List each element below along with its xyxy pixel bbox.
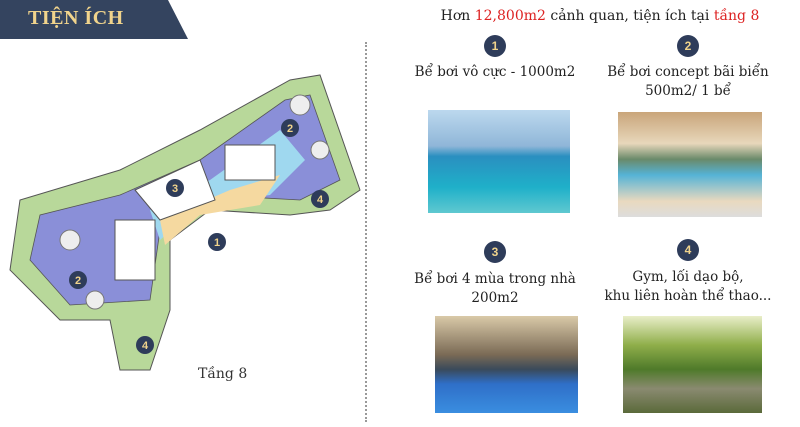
amenity-caption-3: Bể bơi 4 mùa trong nhà 200m2 bbox=[385, 270, 605, 308]
amenity-badge-2: 2 bbox=[677, 35, 699, 57]
caption-line: Gym, lối dạo bộ, bbox=[632, 269, 744, 285]
divider bbox=[365, 42, 367, 422]
plan-marker-label: 2 bbox=[287, 123, 293, 135]
amenity-caption-4: Gym, lối dạo bộ, khu liên hoàn thể thao..… bbox=[578, 268, 798, 306]
plan-marker-label: 4 bbox=[317, 194, 324, 206]
headline-middle: cảnh quan, tiện ích tại bbox=[545, 8, 714, 24]
plan-marker bbox=[69, 271, 87, 289]
plan-marker-label: 1 bbox=[214, 237, 220, 249]
garden-walkway-photo bbox=[623, 316, 762, 413]
caption-line: khu liên hoàn thể thao... bbox=[604, 288, 772, 304]
headline: Hơn 12,800m2 cảnh quan, tiện ích tại tần… bbox=[400, 8, 800, 24]
plan-marker bbox=[281, 119, 299, 137]
plan-marker-label: 3 bbox=[172, 183, 178, 195]
plan-marker-label: 4 bbox=[142, 340, 149, 352]
amenity-badge-3: 3 bbox=[484, 241, 506, 263]
amenity-caption-2: Bể bơi concept bãi biển 500m2/ 1 bể bbox=[578, 63, 798, 101]
plan-marker bbox=[311, 190, 329, 208]
headline-prefix: Hơn bbox=[440, 8, 475, 24]
caption-line: Bể bơi 4 mùa trong nhà bbox=[414, 271, 576, 287]
amenity-badge-1: 1 bbox=[484, 35, 506, 57]
plan-marker-label: 2 bbox=[75, 275, 81, 287]
beach-pool-photo bbox=[618, 112, 762, 217]
plan-marker bbox=[166, 179, 184, 197]
headline-floor: tầng 8 bbox=[713, 8, 760, 24]
caption-line: Bể bơi concept bãi biển bbox=[607, 64, 769, 80]
section-banner: TIỆN ÍCH bbox=[0, 0, 188, 39]
infinity-pool-photo bbox=[428, 110, 570, 213]
section-title: TIỆN ÍCH bbox=[28, 7, 124, 29]
amenity-caption-1: Bể bơi vô cực - 1000m2 bbox=[385, 63, 605, 82]
amenity-badge-4: 4 bbox=[677, 239, 699, 261]
caption-line: 500m2/ 1 bể bbox=[645, 83, 731, 99]
floor-label: Tầng 8 bbox=[198, 366, 248, 382]
caption-line: 200m2 bbox=[471, 290, 519, 306]
caption-line: Bể bơi vô cực - 1000m2 bbox=[414, 64, 576, 80]
plan-marker bbox=[208, 233, 226, 251]
floor-plan: 1 2 2 3 4 4 bbox=[9, 74, 361, 371]
plan-marker bbox=[136, 336, 154, 354]
indoor-pool-photo bbox=[435, 316, 578, 413]
headline-area: 12,800m2 bbox=[474, 8, 546, 24]
